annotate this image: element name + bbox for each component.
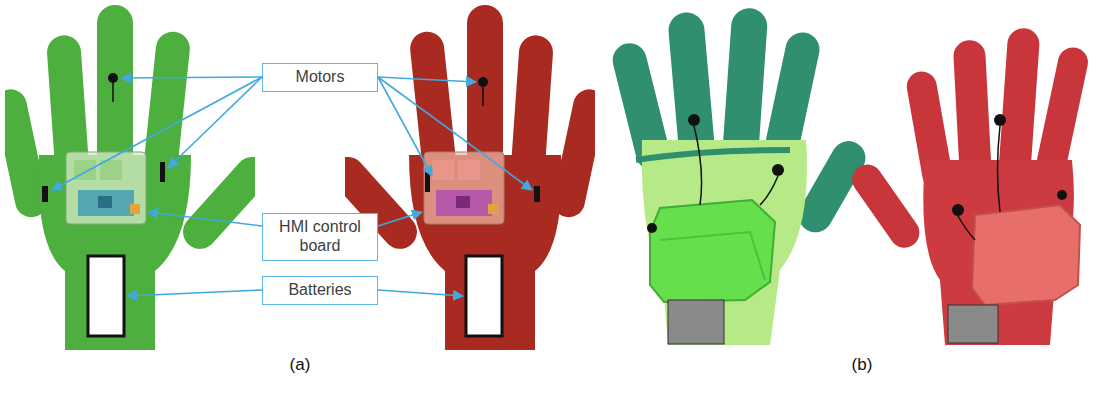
motor — [1057, 190, 1067, 200]
motor — [160, 162, 165, 182]
leader-line — [378, 212, 422, 226]
figure-label: (a) — [290, 355, 311, 375]
callout-box: Motors — [262, 63, 378, 92]
battery — [948, 305, 998, 343]
leader-line — [52, 77, 262, 190]
figure-label: (b) — [852, 355, 873, 375]
glove-thumb — [846, 159, 925, 254]
callout-text: Batteries — [269, 280, 371, 299]
motor — [534, 186, 540, 202]
glove-body — [642, 140, 807, 345]
leader-line — [378, 77, 432, 176]
motor — [772, 164, 784, 176]
red-glove-photo — [846, 27, 1090, 345]
glove-coating-edge — [636, 150, 790, 160]
motor — [42, 186, 48, 202]
motor-wire — [958, 126, 1000, 240]
leader-line — [378, 77, 532, 190]
hmi-housing — [650, 200, 775, 302]
housing-edge — [660, 232, 765, 280]
glove-finger — [1034, 45, 1090, 178]
motor-wire — [112, 82, 114, 102]
leader-line — [121, 77, 262, 78]
chip — [456, 196, 470, 208]
control-board — [66, 152, 146, 224]
pcb — [436, 190, 492, 216]
leader-line — [148, 212, 262, 226]
glove-finger — [722, 7, 768, 159]
hmi-housing — [972, 205, 1080, 305]
motor — [647, 223, 657, 233]
callout-box: Batteries — [262, 276, 378, 305]
pcb — [78, 190, 134, 216]
chip — [130, 204, 140, 214]
glove-finger — [998, 27, 1040, 179]
chip — [432, 160, 454, 180]
chip — [98, 196, 112, 208]
leader-line — [168, 77, 262, 168]
motor — [478, 77, 488, 87]
motor-wire — [694, 126, 778, 205]
leader-line — [127, 290, 262, 296]
chip — [458, 160, 480, 180]
leader-lines — [52, 77, 532, 296]
green-glove-photo — [609, 7, 872, 345]
callout-text: Motors — [269, 67, 371, 86]
motor — [425, 172, 430, 192]
motor-wire — [482, 86, 484, 106]
callout-text: HMI control board — [269, 217, 371, 255]
motor — [994, 114, 1006, 126]
motor — [688, 114, 700, 126]
battery — [88, 256, 124, 336]
motor — [952, 204, 964, 216]
battery — [466, 256, 502, 336]
battery — [668, 300, 724, 344]
glove-finger — [953, 39, 992, 180]
leader-line — [378, 290, 463, 296]
control-board — [424, 152, 504, 224]
hand-shape — [0, 5, 276, 350]
callout-box: HMI control board — [262, 213, 378, 261]
motor — [108, 73, 118, 83]
leader-line — [378, 77, 476, 82]
chip — [488, 204, 498, 214]
green-hand — [0, 5, 276, 350]
